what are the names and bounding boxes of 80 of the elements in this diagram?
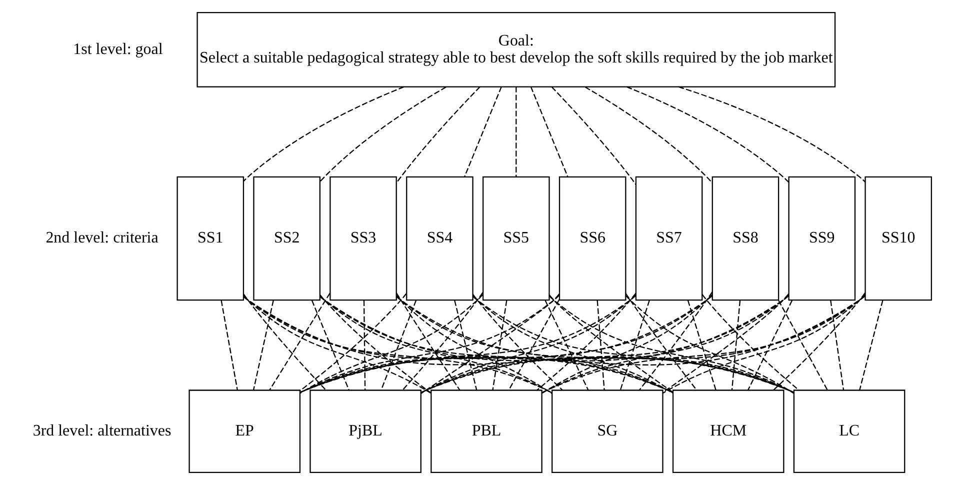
connector	[472, 294, 563, 390]
connector	[396, 296, 674, 394]
connector	[508, 299, 560, 390]
connector	[472, 296, 794, 394]
node-box: SS2	[253, 176, 320, 301]
node-box: SS6	[558, 176, 626, 301]
connector	[300, 295, 636, 394]
connector	[396, 86, 480, 184]
connector	[542, 295, 866, 394]
label: 1st level: goal	[73, 40, 163, 58]
connector	[778, 300, 828, 390]
connector	[311, 300, 350, 390]
node-box: Goal: Select a suitable pedagogical strategy able to best develop the soft skills required by the job market	[196, 12, 836, 88]
node-box: LC	[793, 390, 906, 473]
connector	[402, 292, 484, 390]
connector	[678, 86, 866, 182]
connector	[320, 294, 432, 394]
connector	[662, 294, 866, 394]
connector	[243, 296, 673, 393]
connector	[420, 296, 866, 393]
label: 2nd level: criteria	[46, 230, 158, 247]
connector	[320, 296, 673, 394]
connector	[584, 86, 713, 184]
node-box: EP	[188, 390, 301, 473]
connector	[420, 294, 560, 394]
connector	[269, 292, 330, 390]
connector	[244, 296, 552, 394]
node-box: SS7	[635, 176, 703, 301]
node-box: SS8	[712, 176, 780, 301]
connector	[300, 293, 407, 392]
connector	[551, 86, 636, 185]
connector	[748, 300, 793, 390]
node-box: PBL	[430, 390, 542, 473]
connector	[300, 294, 484, 394]
connector	[687, 300, 716, 390]
connector	[772, 292, 866, 391]
connector	[363, 300, 366, 390]
connector	[319, 86, 446, 182]
connector	[542, 294, 712, 394]
node-box: HCM	[672, 390, 784, 473]
connector	[420, 295, 712, 394]
connector	[530, 86, 568, 177]
connector	[492, 300, 508, 390]
connector	[626, 295, 794, 394]
node-box: SS1	[176, 176, 244, 301]
connector	[536, 292, 636, 391]
connector	[472, 296, 674, 394]
connector	[662, 293, 790, 393]
connector	[626, 86, 789, 183]
connector	[625, 293, 698, 390]
connector	[252, 300, 274, 390]
node-box: SS10	[864, 176, 932, 301]
connector	[220, 300, 238, 390]
node-box: SG	[552, 390, 664, 473]
connector	[243, 296, 432, 394]
connector	[300, 295, 712, 393]
connector	[830, 300, 844, 390]
connector	[420, 294, 636, 394]
connector	[859, 300, 884, 390]
connector	[702, 294, 800, 391]
connector	[396, 292, 460, 391]
node-box: SS5	[482, 176, 550, 301]
connector	[731, 300, 741, 390]
connector	[243, 294, 326, 391]
connector	[396, 295, 552, 394]
connector	[454, 300, 478, 390]
connector	[596, 300, 605, 390]
connector	[243, 86, 404, 182]
node-box: SS4	[406, 176, 474, 301]
connector	[620, 300, 650, 390]
connector	[638, 292, 713, 390]
connector	[548, 294, 674, 393]
label: 3rd level: alternatives	[32, 422, 172, 440]
connector	[516, 86, 517, 177]
connector	[380, 300, 417, 390]
node-box: SS9	[788, 176, 856, 301]
node-box: SS3	[330, 176, 397, 301]
connector	[544, 300, 589, 390]
node-box: PjBL	[310, 390, 422, 473]
connector	[464, 86, 502, 177]
